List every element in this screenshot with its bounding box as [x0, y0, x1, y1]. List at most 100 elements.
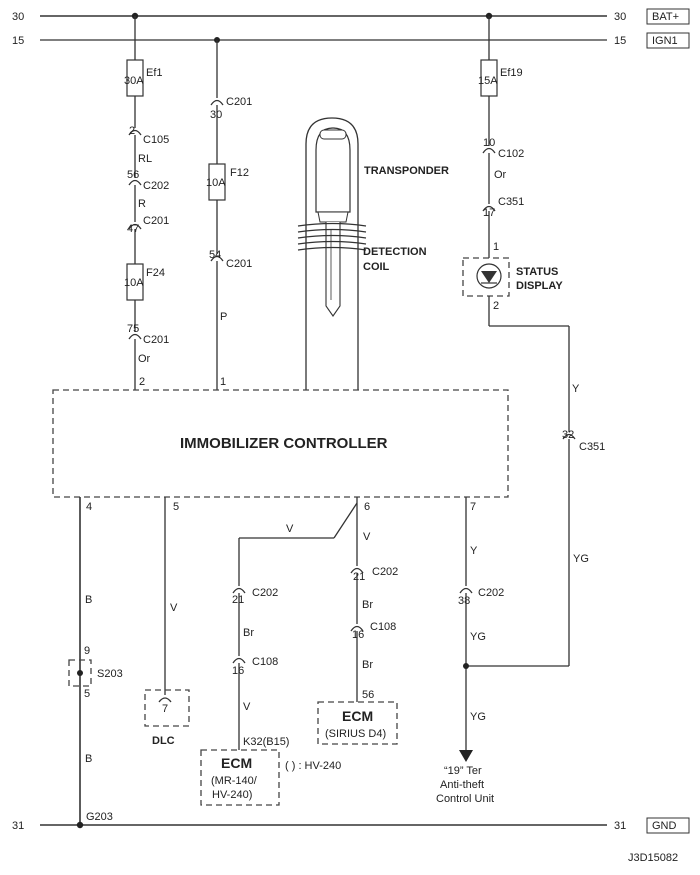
ign-rail: 15 15 IGN1 — [12, 32, 690, 49]
connector-c102 — [482, 147, 496, 154]
svg-text:C351: C351 — [498, 196, 524, 208]
svg-text:YG: YG — [470, 631, 486, 643]
connector-c202 — [459, 587, 473, 594]
svg-text:Y: Y — [470, 545, 478, 557]
svg-text:“19” Ter: “19” Ter — [444, 765, 482, 777]
svg-text:V: V — [243, 701, 251, 713]
key-transponder: TRANSPONDER DETECTION COIL — [297, 117, 449, 390]
connector-c351 — [562, 433, 576, 440]
svg-text:21: 21 — [353, 571, 365, 583]
ef19-circuit: 15A Ef19 10 C102 Or 17 C351 1 STATUS DIS… — [462, 16, 605, 667]
pin7-circuit: Y 38 C202 YG YG “19” Ter Anti-theft Cont… — [436, 497, 504, 805]
ecm-box-right — [317, 701, 398, 745]
svg-text:C102: C102 — [498, 148, 524, 160]
svg-text:15A: 15A — [478, 75, 498, 87]
svg-text:30A: 30A — [124, 75, 144, 87]
svg-text:32: 32 — [562, 429, 574, 441]
svg-text:30: 30 — [12, 11, 24, 23]
svg-text:TRANSPONDER: TRANSPONDER — [364, 165, 449, 177]
svg-text:47: 47 — [127, 223, 139, 235]
svg-text:15: 15 — [614, 35, 626, 47]
bat-rail: 30 30 BAT+ — [12, 8, 690, 25]
svg-text:BAT+: BAT+ — [652, 11, 679, 23]
svg-text:Control Unit: Control Unit — [436, 793, 494, 805]
svg-text:RL: RL — [138, 153, 152, 165]
svg-text:C202: C202 — [143, 180, 169, 192]
connector-c202 — [232, 587, 246, 594]
svg-text:YG: YG — [470, 711, 486, 723]
figure-id: J3D15082 — [628, 852, 678, 864]
svg-text:10A: 10A — [206, 177, 226, 189]
svg-text:38: 38 — [458, 595, 470, 607]
splice-s203 — [68, 659, 92, 687]
svg-text:C351: C351 — [579, 441, 605, 453]
svg-text:C201: C201 — [226, 96, 252, 108]
svg-text:Anti-theft: Anti-theft — [440, 779, 484, 791]
svg-text:56: 56 — [362, 689, 374, 701]
ef1-circuit: 30A Ef1 2 C105 RL 56 C202 R 47 C201 10A … — [124, 16, 169, 390]
svg-text:DISPLAY: DISPLAY — [516, 280, 563, 292]
svg-text:6: 6 — [364, 501, 370, 513]
svg-text:ECM: ECM — [221, 755, 252, 771]
svg-text:7: 7 — [470, 501, 476, 513]
connector-c201 — [128, 333, 142, 340]
connector-c108 — [232, 657, 246, 664]
svg-text:56: 56 — [127, 169, 139, 181]
dlc-circuit: V 7 DLC — [144, 497, 190, 747]
svg-text:V: V — [286, 523, 294, 535]
svg-text:Br: Br — [243, 627, 254, 639]
svg-text:G203: G203 — [86, 811, 113, 823]
svg-text:DETECTION: DETECTION — [363, 246, 427, 258]
svg-text:Or: Or — [138, 353, 151, 365]
svg-text:( ) : HV-240: ( ) : HV-240 — [285, 760, 341, 772]
svg-text:9: 9 — [84, 645, 90, 657]
svg-text:C201: C201 — [143, 334, 169, 346]
svg-text:C105: C105 — [143, 134, 169, 146]
svg-text:7: 7 — [162, 703, 168, 715]
svg-text:C202: C202 — [252, 587, 278, 599]
svg-text:16: 16 — [352, 629, 364, 641]
svg-text:31: 31 — [12, 820, 24, 832]
svg-text:31: 31 — [614, 820, 626, 832]
connector-c201 — [210, 255, 224, 262]
svg-text:5: 5 — [173, 501, 179, 513]
svg-text:P: P — [220, 311, 227, 323]
svg-text:1: 1 — [220, 376, 226, 388]
connector-c201 — [128, 223, 142, 230]
svg-text:COIL: COIL — [363, 261, 390, 273]
svg-text:Y: Y — [572, 383, 580, 395]
ecm-box-left — [200, 749, 280, 806]
svg-text:F12: F12 — [230, 167, 249, 179]
svg-text:ECM: ECM — [342, 708, 373, 724]
status-display-box — [462, 257, 510, 297]
connector-c105 — [128, 129, 142, 136]
svg-text:Br: Br — [362, 659, 373, 671]
svg-text:Br: Br — [362, 599, 373, 611]
svg-text:IGN1: IGN1 — [652, 35, 678, 47]
junction-dot — [463, 663, 469, 669]
svg-text:F24: F24 — [146, 267, 165, 279]
svg-text:2: 2 — [493, 300, 499, 312]
svg-text:GND: GND — [652, 820, 677, 832]
svg-text:C108: C108 — [252, 656, 278, 668]
svg-text:IMMOBILIZER CONTROLLER: IMMOBILIZER CONTROLLER — [180, 435, 388, 452]
svg-text:B: B — [85, 753, 92, 765]
svg-text:V: V — [170, 602, 178, 614]
svg-text:C108: C108 — [370, 621, 396, 633]
svg-text:30: 30 — [614, 11, 626, 23]
connector-c108 — [350, 625, 364, 632]
svg-text:1: 1 — [493, 241, 499, 253]
svg-text:21: 21 — [232, 594, 244, 606]
svg-text:Ef19: Ef19 — [500, 67, 523, 79]
connector-c201 — [210, 99, 224, 106]
key-hole — [319, 129, 347, 140]
pin6-circuit: V 21 C202 Br 16 C108 V K32(B15) ECM (MR-… — [200, 497, 398, 806]
svg-text:2: 2 — [139, 376, 145, 388]
svg-text:16: 16 — [232, 665, 244, 677]
arrow-down-icon — [459, 750, 473, 762]
svg-text:2: 2 — [129, 125, 135, 137]
svg-text:V: V — [363, 531, 371, 543]
detection-coil — [297, 222, 367, 251]
ground-circuit: B 9 5 S203 B G203 — [68, 497, 123, 829]
